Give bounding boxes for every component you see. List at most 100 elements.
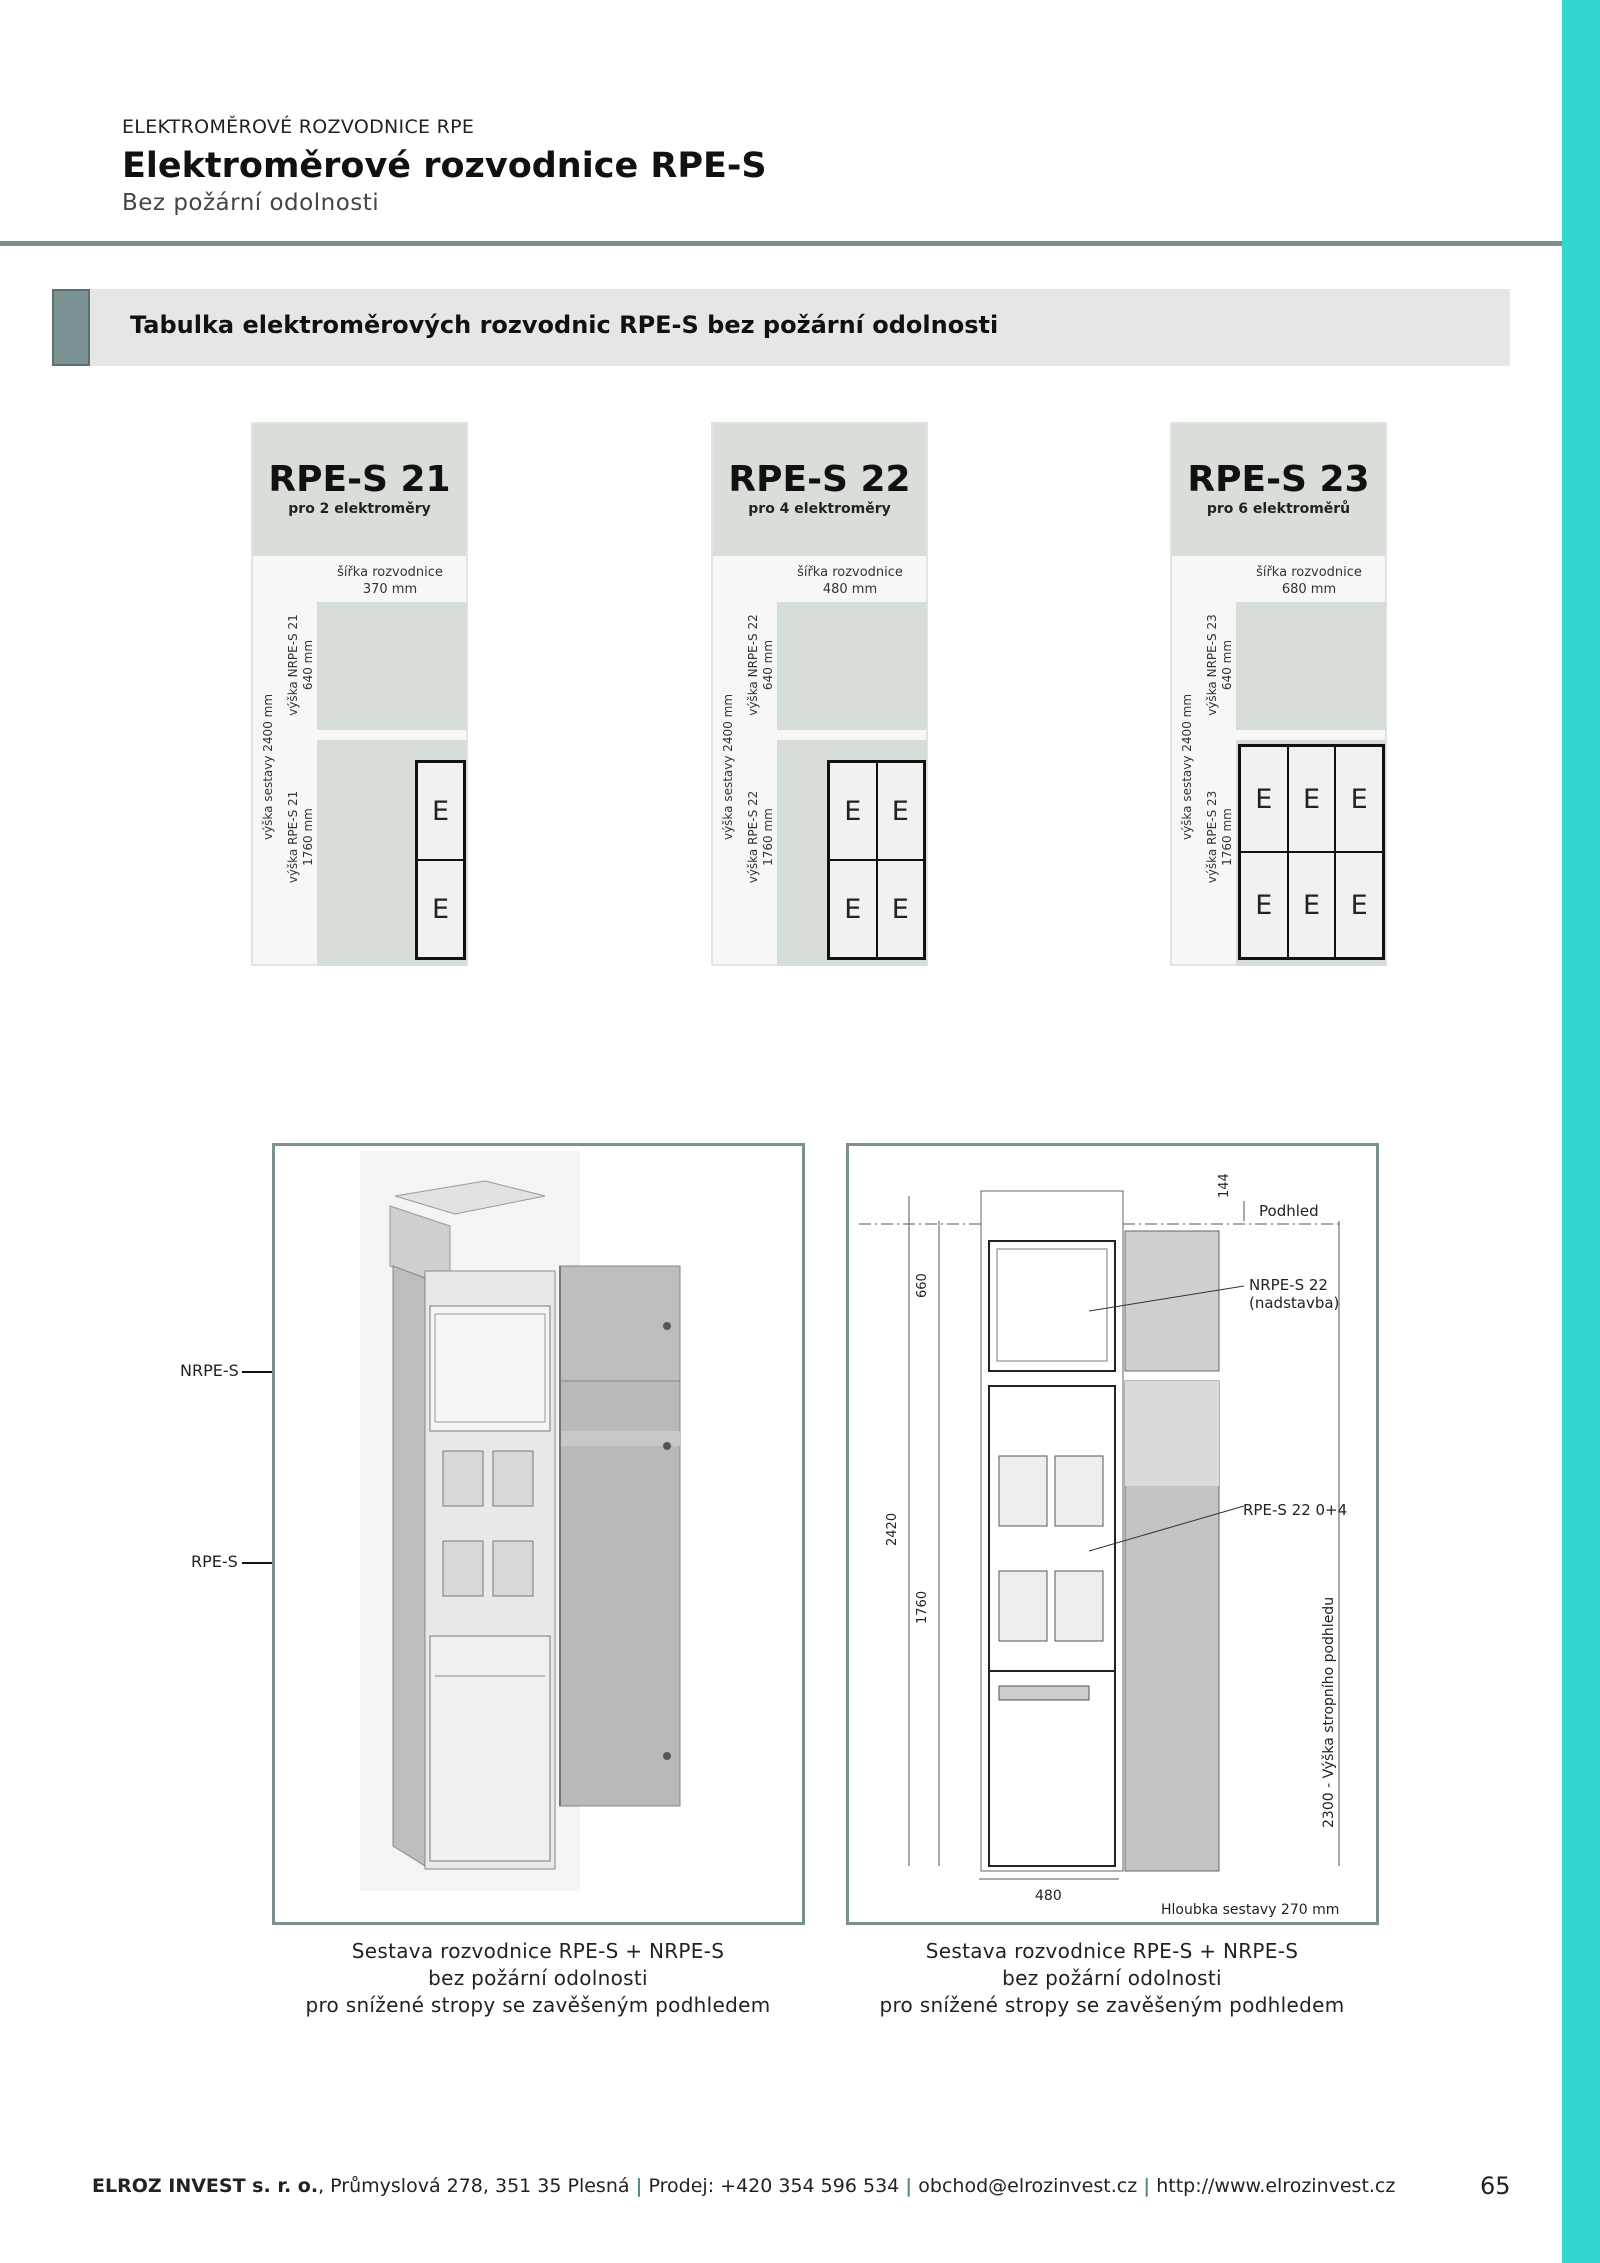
nrpe-box xyxy=(317,602,467,730)
section-marker xyxy=(52,289,90,366)
width-label: šířka rozvodnice 680 mm xyxy=(1234,564,1384,598)
meter-slot: E xyxy=(1240,852,1288,958)
rpe-height-value: 1760 mm xyxy=(761,808,775,866)
arrow-label-rpe: RPE-S xyxy=(191,1552,238,1571)
width-label-text: šířka rozvodnice xyxy=(1256,565,1362,580)
meter-slot: E xyxy=(1335,852,1383,958)
nrpe-callout: NRPE-S 22 (nadstavba) xyxy=(1249,1276,1339,1312)
caption-line: pro snížené stropy se zavěšeným podhlede… xyxy=(879,1993,1345,2017)
meter-slot: E xyxy=(417,762,464,860)
meter-slot: E xyxy=(829,762,877,860)
rpe-height-text: výška RPE-S 21 xyxy=(286,790,300,884)
ceiling-height-label: 2300 - Výška stropního podhledu xyxy=(1321,1596,1337,1828)
meter-grid: E E E E E E xyxy=(1238,744,1385,960)
nrpe-height-value: 640 mm xyxy=(761,639,775,691)
technical-drawing-panel: 144 Podhled 660 2420 1760 480 NRPE-S 22 … xyxy=(846,1143,1379,1925)
card-model-name: RPE-S 23 xyxy=(1187,459,1370,500)
meter-slot: E xyxy=(1287,852,1336,958)
nrpe-height-label: výška NRPE-S 21 640 mm xyxy=(286,610,316,720)
footer-company: ELROZ INVEST s. r. o. xyxy=(92,2175,319,2197)
accent-side-strip xyxy=(1562,0,1600,2263)
nrpe-callout-note: (nadstavba) xyxy=(1249,1294,1340,1312)
caption-line: bez požární odolnosti xyxy=(1002,1966,1222,1990)
section-bar xyxy=(52,289,1510,366)
width-value: 480 mm xyxy=(822,582,878,597)
nrpe-callout-name: NRPE-S 22 xyxy=(1249,1276,1328,1294)
width-label: šířka rozvodnice 370 mm xyxy=(315,564,465,598)
footer-web-link[interactable]: http://www.elrozinvest.cz xyxy=(1150,2175,1396,2197)
nrpe-height-value: 640 mm xyxy=(1220,639,1234,691)
width-value: 370 mm xyxy=(362,582,418,597)
page-title: Elektroměrové rozvodnice RPE-S xyxy=(122,146,767,186)
meter-slot: E xyxy=(876,762,924,860)
footer-separator: | xyxy=(635,2175,643,2197)
rpe-height-label: výška RPE-S 22 1760 mm xyxy=(746,782,776,892)
rpe-height-label: výška RPE-S 21 1760 mm xyxy=(286,782,316,892)
footer-separator: | xyxy=(1143,2175,1151,2197)
depth-label: Hloubka sestavy 270 mm xyxy=(1161,1902,1340,1918)
rpe-height-text: výška RPE-S 22 xyxy=(746,790,760,884)
dim-660: 660 xyxy=(915,1273,930,1298)
dim-2420: 2420 xyxy=(885,1512,900,1546)
card-model-name: RPE-S 22 xyxy=(728,459,911,500)
header-divider xyxy=(0,241,1562,246)
caption-line: bez požární odolnosti xyxy=(428,1966,648,1990)
set-height-label: výška sestavy 2400 mm xyxy=(721,693,735,841)
caption-line: Sestava rozvodnice RPE-S + NRPE-S xyxy=(925,1939,1299,1963)
width-label-text: šířka rozvodnice xyxy=(797,565,903,580)
footer: ELROZ INVEST s. r. o., Průmyslová 278, 3… xyxy=(92,2175,1395,2197)
width-label-text: šířka rozvodnice xyxy=(337,565,443,580)
meter-grid: E E xyxy=(415,760,466,960)
card-meter-count: pro 2 elektroměry xyxy=(288,501,431,517)
header-kicker: ELEKTROMĚROVÉ ROZVODNICE RPE xyxy=(122,116,475,138)
footer-separator: | xyxy=(905,2175,913,2197)
card-header: RPE-S 23 pro 6 elektroměrů xyxy=(1172,424,1385,556)
caption-left: Sestava rozvodnice RPE-S + NRPE-S bez po… xyxy=(258,1938,818,2019)
nrpe-height-label: výška NRPE-S 22 640 mm xyxy=(746,610,776,720)
rpe-callout: RPE-S 22 0+4 xyxy=(1243,1501,1348,1519)
card-header: RPE-S 22 pro 4 elektroměry xyxy=(713,424,926,556)
caption-line: Sestava rozvodnice RPE-S + NRPE-S xyxy=(351,1939,725,1963)
card-model-name: RPE-S 21 xyxy=(268,459,451,500)
meter-grid: E E E E xyxy=(827,760,926,960)
arrow-label-nrpe: NRPE-S xyxy=(180,1361,239,1380)
set-height-label: výška sestavy 2400 mm xyxy=(1180,693,1194,841)
rpe-height-text: výška RPE-S 23 xyxy=(1205,790,1219,884)
product-card-rpe-s-22: RPE-S 22 pro 4 elektroměry šířka rozvodn… xyxy=(711,422,928,966)
meter-slot: E xyxy=(876,860,924,958)
page-number: 65 xyxy=(1480,2172,1511,2200)
dim-144: 144 xyxy=(1217,1173,1232,1198)
nrpe-height-value: 640 mm xyxy=(301,639,315,691)
rpe-height-label: výška RPE-S 23 1760 mm xyxy=(1205,782,1235,892)
footer-email-link[interactable]: obchod@elrozinvest.cz xyxy=(912,2175,1144,2197)
meter-slot: E xyxy=(1335,746,1383,852)
page-subtitle: Bez požární odolnosti xyxy=(122,190,380,216)
meter-slot: E xyxy=(829,860,877,958)
dim-480: 480 xyxy=(1035,1888,1062,1904)
nrpe-height-label: výška NRPE-S 23 640 mm xyxy=(1205,610,1235,720)
width-value: 680 mm xyxy=(1281,582,1337,597)
card-header: RPE-S 21 pro 2 elektroměry xyxy=(253,424,466,556)
dim-1760: 1760 xyxy=(915,1590,930,1624)
rpe-height-value: 1760 mm xyxy=(1220,808,1234,866)
footer-address: , Průmyslová 278, 351 35 Plesná xyxy=(318,2175,636,2197)
nrpe-box xyxy=(777,602,927,730)
meter-slot: E xyxy=(417,860,464,958)
cabinet-render-panel xyxy=(272,1143,805,1925)
width-label: šířka rozvodnice 480 mm xyxy=(775,564,925,598)
technical-drawing xyxy=(859,1190,1340,1880)
nrpe-height-text: výška NRPE-S 21 xyxy=(286,614,300,716)
product-card-rpe-s-23: RPE-S 23 pro 6 elektroměrů šířka rozvodn… xyxy=(1170,422,1387,966)
card-meter-count: pro 6 elektroměrů xyxy=(1206,501,1351,517)
meter-slot: E xyxy=(1240,746,1288,852)
caption-line: pro snížené stropy se zavěšeným podhlede… xyxy=(305,1993,771,2017)
set-height-label: výška sestavy 2400 mm xyxy=(261,693,275,841)
nrpe-box xyxy=(1236,602,1386,730)
footer-phone: Prodej: +420 354 596 534 xyxy=(642,2175,906,2197)
nrpe-height-text: výška NRPE-S 23 xyxy=(1205,614,1219,716)
meter-slot: E xyxy=(1287,746,1336,852)
nrpe-height-text: výška NRPE-S 22 xyxy=(746,614,760,716)
caption-right: Sestava rozvodnice RPE-S + NRPE-S bez po… xyxy=(832,1938,1392,2019)
cabinet-render xyxy=(360,1151,681,1891)
card-meter-count: pro 4 elektroměry xyxy=(748,501,891,517)
